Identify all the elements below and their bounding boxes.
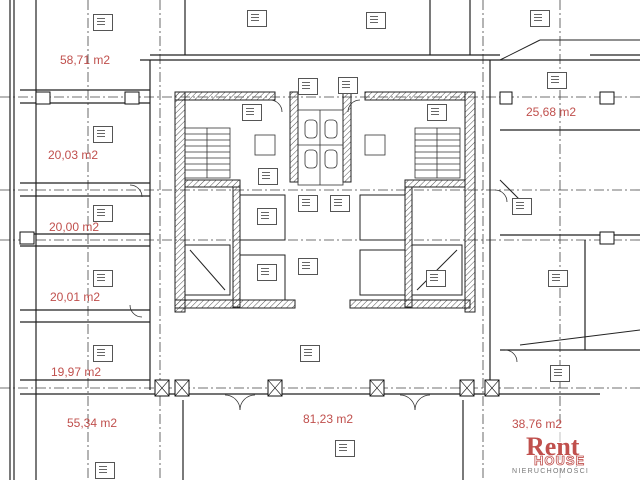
- area-label-open-space: 81,23 m2: [303, 412, 354, 426]
- room-tag: [258, 168, 278, 185]
- column-crosses: [154, 379, 500, 397]
- area-label-office-bottom-left: 55,34 m2: [67, 416, 118, 430]
- stairs-left: [184, 127, 231, 179]
- logo-house-text: HOUSE: [534, 453, 586, 468]
- room-tag: [426, 270, 446, 287]
- room-tag: [427, 104, 447, 121]
- room-tag: [338, 77, 358, 94]
- room-tag: [335, 440, 355, 457]
- core-walls: [174, 91, 476, 313]
- room-tag: [257, 208, 277, 225]
- room-tag: [512, 198, 532, 215]
- room-tag: [242, 104, 262, 121]
- room-tag: [548, 270, 568, 287]
- room-tag: [530, 10, 550, 27]
- room-tag: [247, 10, 267, 27]
- area-label-office-2: 20,03 m2: [48, 148, 99, 162]
- rent-house-logo: Rent HOUSE NIERUCHOMOŚCI: [510, 428, 640, 480]
- room-tag: [298, 195, 318, 212]
- toilets-block: [254, 109, 386, 186]
- area-label-office-4: 20,01 m2: [50, 290, 101, 304]
- door-swings: [129, 99, 518, 411]
- room-tag: [298, 258, 318, 275]
- area-label-office-3: 20,00 m2: [49, 220, 100, 234]
- room-tag: [93, 270, 113, 287]
- room-tag: [93, 14, 113, 31]
- diagonal-walls: [499, 39, 640, 346]
- room-tag: [298, 78, 318, 95]
- room-tag: [257, 264, 277, 281]
- room-tag: [93, 345, 113, 362]
- room-tag: [330, 195, 350, 212]
- room-tag: [300, 345, 320, 362]
- area-label-office-5: 19,97 m2: [51, 365, 102, 379]
- room-tag: [550, 365, 570, 382]
- room-tag: [95, 462, 115, 479]
- stairs-right: [414, 127, 461, 179]
- facade-walls: [9, 0, 640, 480]
- area-label-office-right: 25,68 m2: [526, 105, 577, 119]
- room-tag: [366, 12, 386, 29]
- area-label-office-top-left: 58,71 m2: [60, 53, 111, 67]
- elevator-shafts: [184, 194, 463, 301]
- room-tag: [547, 72, 567, 89]
- room-tag: [93, 126, 113, 143]
- logo-rent-text: Rent: [526, 432, 580, 461]
- room-tag: [93, 205, 113, 222]
- area-label-office-bottom-right: 38,76 m2: [512, 417, 563, 431]
- logo-subtitle: NIERUCHOMOŚCI: [512, 468, 590, 475]
